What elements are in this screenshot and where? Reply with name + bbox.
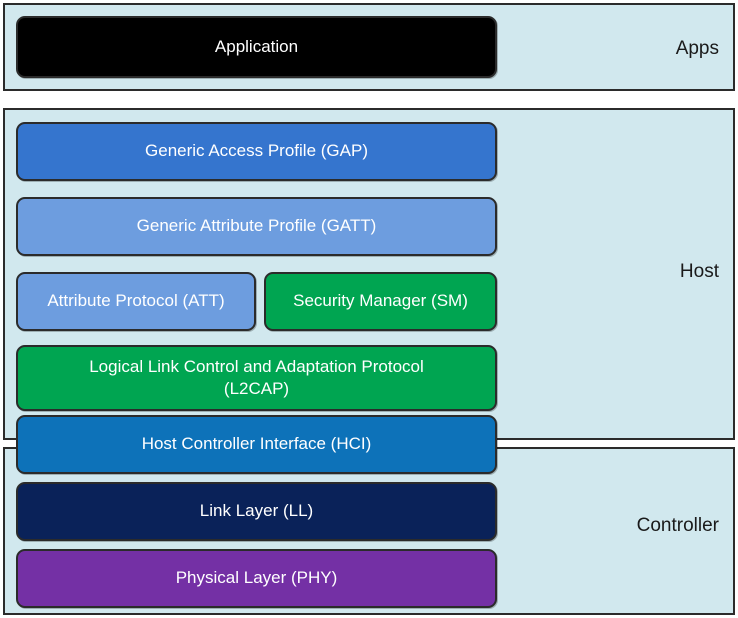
layer-application[interactable]: Application — [16, 16, 497, 78]
layer-sm-label: Security Manager (SM) — [293, 291, 468, 311]
layer-gap-label: Generic Access Profile (GAP) — [145, 141, 368, 161]
layer-att-label: Attribute Protocol (ATT) — [47, 291, 225, 311]
layer-phy[interactable]: Physical Layer (PHY) — [16, 549, 497, 608]
layer-gap[interactable]: Generic Access Profile (GAP) — [16, 122, 497, 181]
layer-hci[interactable]: Host Controller Interface (HCI) — [16, 415, 497, 474]
layer-l2cap-label: Logical Link Control and Adaptation Prot… — [89, 356, 424, 398]
layer-sm[interactable]: Security Manager (SM) — [264, 272, 497, 331]
layer-ll[interactable]: Link Layer (LL) — [16, 482, 497, 541]
panel-label-controller: Controller — [636, 515, 719, 536]
layer-gatt[interactable]: Generic Attribute Profile (GATT) — [16, 197, 497, 256]
panel-label-host: Host — [679, 261, 719, 282]
layer-gatt-label: Generic Attribute Profile (GATT) — [136, 216, 377, 236]
layer-ll-label: Link Layer (LL) — [199, 501, 314, 521]
layer-att[interactable]: Attribute Protocol (ATT) — [16, 272, 256, 331]
layer-phy-label: Physical Layer (PHY) — [175, 568, 338, 588]
layer-l2cap[interactable]: Logical Link Control and Adaptation Prot… — [16, 345, 497, 411]
panel-label-apps: Apps — [675, 38, 719, 59]
layer-application-label: Application — [214, 36, 299, 56]
layer-hci-label: Host Controller Interface (HCI) — [141, 434, 372, 454]
